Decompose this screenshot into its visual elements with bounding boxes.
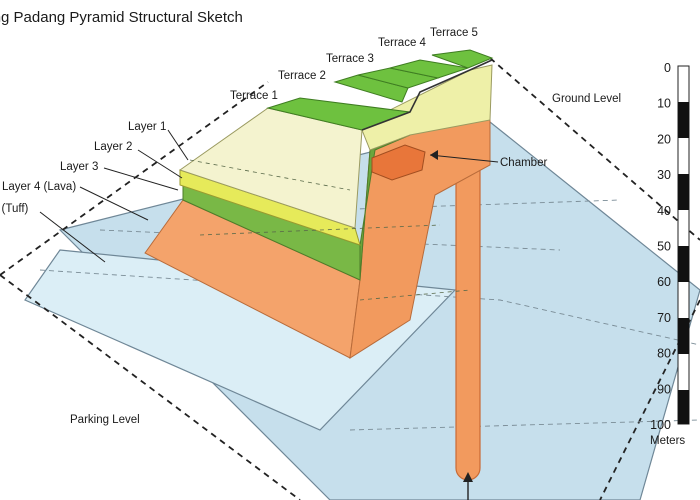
layer-4-label: Layer 4 (Lava)	[2, 181, 76, 193]
scale-tick-label: 0	[664, 61, 671, 75]
scale-tick-label: 40	[657, 204, 671, 218]
dashed-outline-left	[0, 81, 269, 276]
scale-segment	[678, 102, 689, 138]
ground-level-label: Ground Level	[552, 93, 621, 105]
dashed-outline-right	[489, 57, 700, 241]
body-inner-dashes	[189, 159, 471, 301]
scale-tick-label: 50	[657, 240, 671, 254]
scale-segment	[678, 390, 689, 424]
scale-tick-label: 80	[657, 347, 671, 361]
terrace-1-label: Terrace 1	[230, 90, 278, 102]
layer-2-label: Layer 2	[94, 141, 132, 153]
scale-tick-label: 30	[657, 168, 671, 182]
dashed-outline-front	[0, 274, 301, 500]
scale-tick-label: 90	[657, 382, 671, 396]
scale-tick-label: 100	[650, 418, 671, 432]
scale-tick-labels: 0 10 20 30 40 50 60 70 80 90 100	[650, 61, 671, 432]
leader-lines	[39, 129, 499, 263]
scale-tick-label: 60	[657, 275, 671, 289]
scale-segment	[678, 246, 689, 282]
scale-segment	[678, 318, 689, 354]
scale-tick-label: 10	[657, 97, 671, 111]
scale-unit-label: Meters	[650, 435, 685, 447]
scale-tick-label: 20	[657, 132, 671, 146]
diagram-title: Gunung Padang Pyramid Structural Sketch	[0, 9, 243, 26]
vertical-shaft	[455, 149, 481, 481]
terrace-3-label: Terrace 3	[326, 53, 374, 65]
terrace-2-label: Terrace 2	[278, 70, 326, 82]
parking-level-label: Parking Level	[70, 414, 140, 426]
shaft-arrow-head	[463, 472, 473, 482]
terrace-4-label: Terrace 4	[378, 37, 427, 49]
depth-scale: 0 10 20 30 40 50 60 70 80 90 100 Meters	[650, 61, 690, 447]
chamber-label: Chamber	[500, 157, 547, 169]
layer-1-label: Layer 1	[128, 121, 166, 133]
chamber-block	[371, 144, 426, 181]
layer-3-label: Layer 3	[60, 161, 98, 173]
terrace-rim	[361, 59, 493, 131]
layer-1-cream-right	[361, 64, 493, 151]
chamber-arrow-head	[430, 150, 438, 160]
scale-segment	[678, 174, 689, 210]
layer-5-label: Layer 5 (Tuff)	[0, 203, 29, 215]
scale-tick-label: 70	[657, 311, 671, 325]
terrace-5-label: Terrace 5	[430, 27, 478, 39]
terrace-5	[431, 49, 494, 69]
